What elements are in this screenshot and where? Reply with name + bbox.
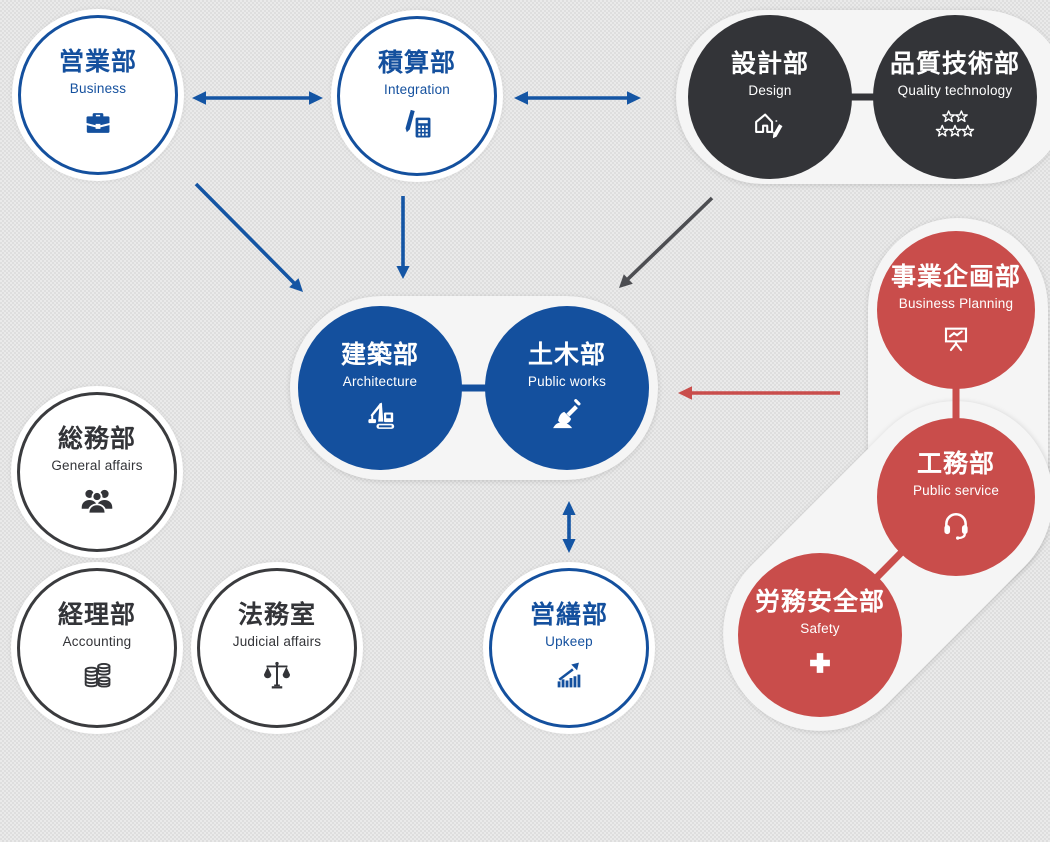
arrow-integration-design	[514, 91, 641, 105]
node-design-dept: 設計部 Design	[688, 15, 852, 179]
node-public-works-dept: 土木部 Public works	[485, 306, 649, 470]
dept-name-en: Business Planning	[898, 296, 1014, 312]
dept-name-jp: 営繕部	[529, 600, 608, 629]
scales-icon	[259, 658, 295, 694]
dept-name-en: Quality technology	[897, 83, 1013, 99]
dept-name-jp: 建築部	[340, 340, 419, 369]
headset-icon	[939, 507, 973, 543]
shovel-icon	[550, 398, 584, 434]
dept-name-jp: 工務部	[916, 449, 995, 478]
dept-name-en: Business	[69, 81, 127, 97]
dept-name-en: Public works	[527, 374, 607, 390]
dept-name-jp: 法務室	[237, 600, 316, 629]
dept-name-jp: 土木部	[527, 340, 606, 369]
coins-icon	[79, 658, 115, 694]
node-general-affairs-dept: 総務部 General affairs	[17, 392, 177, 552]
dept-name-jp: 品質技術部	[889, 49, 1020, 78]
node-architecture-dept: 建築部 Architecture	[298, 306, 462, 470]
presentation-board-icon	[939, 320, 973, 356]
dept-name-en: Upkeep	[545, 634, 593, 650]
growth-chart-icon	[551, 658, 587, 694]
node-business-dept: 営業部 Business	[18, 15, 178, 175]
dept-name-en: Integration	[384, 82, 450, 98]
pen-calculator-icon	[400, 106, 434, 142]
dept-name-jp: 積算部	[377, 48, 456, 77]
dept-name-en: Design	[748, 83, 792, 99]
medical-cross-icon	[806, 645, 834, 681]
dept-name-en: Accounting	[62, 634, 132, 650]
arrow-redgroup-center	[678, 386, 840, 400]
dept-name-en: Safety	[800, 621, 840, 637]
node-business-planning-dept: 事業企画部 Business Planning	[877, 231, 1035, 389]
five-stars-icon	[929, 107, 981, 143]
dept-name-en: General affairs	[51, 458, 143, 474]
house-pencil-icon	[752, 107, 788, 143]
dept-name-jp: 経理部	[57, 600, 136, 629]
dept-name-jp: 事業企画部	[890, 262, 1021, 291]
arrow-design-center	[619, 196, 714, 288]
dept-name-en: Architecture	[342, 374, 418, 390]
dept-name-jp: 営業部	[58, 47, 137, 76]
node-integration-dept: 積算部 Integration	[337, 16, 497, 176]
briefcase-icon	[82, 105, 114, 141]
dept-name-jp: 総務部	[57, 424, 136, 453]
arrow-sales-center	[194, 182, 303, 292]
crane-icon	[361, 398, 399, 434]
arrow-sales-integration	[192, 91, 323, 105]
people-icon	[79, 482, 115, 518]
node-accounting-dept: 経理部 Accounting	[17, 568, 177, 728]
dept-name-en: Judicial affairs	[232, 634, 322, 650]
node-public-service-dept: 工務部 Public service	[877, 418, 1035, 576]
node-judicial-affairs-room: 法務室 Judicial affairs	[197, 568, 357, 728]
dept-name-en: Public service	[912, 483, 1000, 499]
node-safety-dept: 労務安全部 Safety	[738, 553, 902, 717]
dept-name-jp: 設計部	[730, 49, 809, 78]
node-upkeep-dept: 営繕部 Upkeep	[489, 568, 649, 728]
arrow-center-upkeep	[562, 501, 576, 553]
arrow-integration-center	[396, 196, 410, 279]
dept-name-jp: 労務安全部	[754, 587, 885, 616]
node-quality-technology-dept: 品質技術部 Quality technology	[873, 15, 1037, 179]
